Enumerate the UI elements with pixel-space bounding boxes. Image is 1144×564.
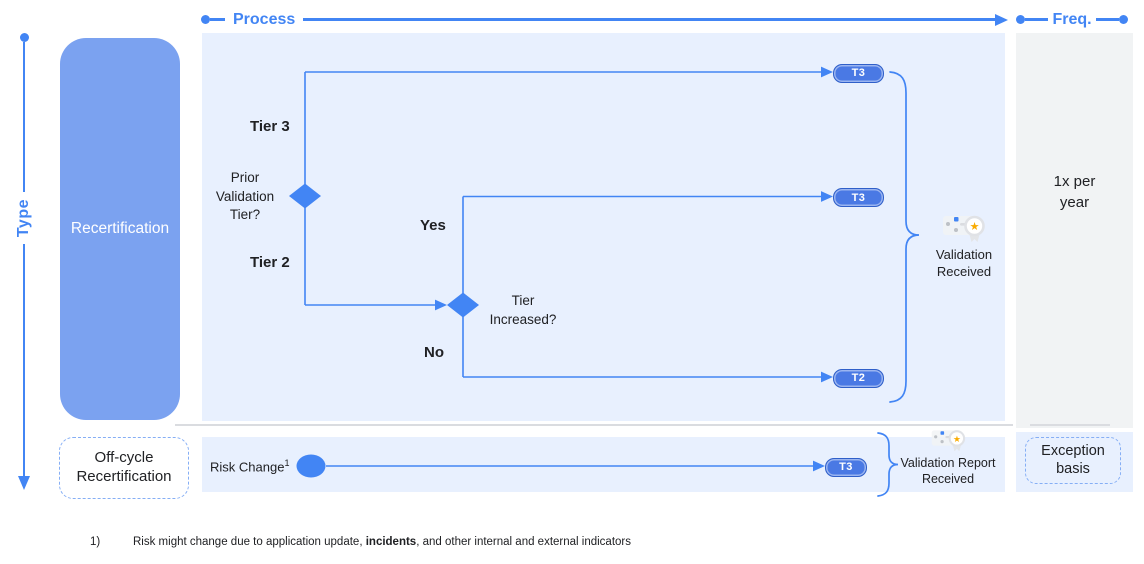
arrowhead-icon bbox=[821, 371, 833, 383]
validation-received-outcome: ★ Validation Received bbox=[921, 213, 1007, 280]
no-label: No bbox=[424, 344, 444, 361]
tier-pill-t2: T2 bbox=[833, 368, 884, 388]
validation-received-label: Validation Received bbox=[935, 247, 993, 279]
brace-validation-received bbox=[889, 71, 920, 403]
type-axis: Type bbox=[13, 33, 35, 490]
arrowhead-icon bbox=[821, 66, 833, 78]
certificate-icon: ★ bbox=[943, 215, 985, 242]
offcycle-label: Off-cycle Recertification bbox=[76, 449, 172, 485]
process-panel-offcycle bbox=[202, 437, 1005, 492]
axis-arrowhead-icon bbox=[18, 476, 30, 490]
brace-validation-report bbox=[877, 432, 899, 497]
decision2-diamond bbox=[447, 292, 479, 318]
freq-cell-recertification bbox=[1016, 33, 1133, 428]
axis-line bbox=[210, 18, 225, 21]
decision2-label: Tier Increased? bbox=[489, 293, 557, 327]
tier3-branch-label: Tier 3 bbox=[250, 118, 290, 135]
axis-line bbox=[22, 244, 26, 476]
process-axis: Process bbox=[201, 10, 1008, 29]
axis-line bbox=[22, 42, 26, 192]
certificate-icon: ★ bbox=[931, 430, 965, 452]
footnote: 1)Risk might change due to application u… bbox=[90, 536, 632, 548]
tier-pill-t3-mid: T3 bbox=[833, 188, 884, 207]
risk-change-label: Risk Change1 bbox=[210, 458, 290, 475]
type-box-recertification: Recertification bbox=[60, 38, 180, 420]
freq-axis: Freq. bbox=[1016, 10, 1128, 29]
recertification-label: Recertification bbox=[70, 220, 170, 237]
process-panel-recertification bbox=[202, 33, 1005, 421]
exception-basis-label: Exception basis bbox=[1041, 443, 1105, 477]
freq-value-recertification: 1x per year bbox=[1053, 173, 1096, 211]
axis-end-dot bbox=[1119, 15, 1128, 24]
yes-label: Yes bbox=[420, 217, 446, 234]
tier2-branch-label: Tier 2 bbox=[250, 254, 290, 271]
decision1-diamond bbox=[289, 183, 321, 209]
tier-pill-t3-top: T3 bbox=[833, 63, 884, 83]
footnote-reference: 1 bbox=[284, 458, 290, 468]
axis-start-dot bbox=[201, 15, 210, 24]
freq-axis-label: Freq. bbox=[1052, 10, 1092, 28]
svg-text:★: ★ bbox=[970, 221, 980, 233]
type-box-offcycle: Off-cycle Recertification bbox=[59, 437, 189, 499]
arrowhead-icon bbox=[435, 299, 447, 311]
tier-pill-t3-offcycle: T3 bbox=[825, 457, 867, 477]
freq-divider-line bbox=[1030, 424, 1110, 426]
axis-start-dot bbox=[1016, 15, 1025, 24]
axis-line bbox=[1025, 18, 1049, 21]
validation-report-label: Validation Report Received bbox=[900, 456, 996, 486]
axis-line bbox=[1095, 18, 1119, 21]
footnote-number: 1) bbox=[90, 536, 101, 548]
axis-line bbox=[303, 18, 995, 21]
row-divider-line bbox=[175, 424, 1013, 426]
process-axis-label: Process bbox=[233, 10, 296, 28]
validation-report-outcome: ★ Validation Report Received bbox=[896, 428, 1000, 487]
risk-change-node bbox=[296, 454, 326, 478]
svg-text:★: ★ bbox=[952, 434, 960, 444]
freq-value-offcycle-box: Exception basis bbox=[1025, 437, 1121, 484]
arrowhead-icon bbox=[813, 460, 825, 472]
axis-arrowhead-icon bbox=[995, 13, 1008, 26]
axis-start-dot bbox=[19, 33, 29, 42]
arrowhead-icon bbox=[821, 191, 833, 202]
decision1-label: Prior Validation Tier? bbox=[215, 170, 275, 222]
